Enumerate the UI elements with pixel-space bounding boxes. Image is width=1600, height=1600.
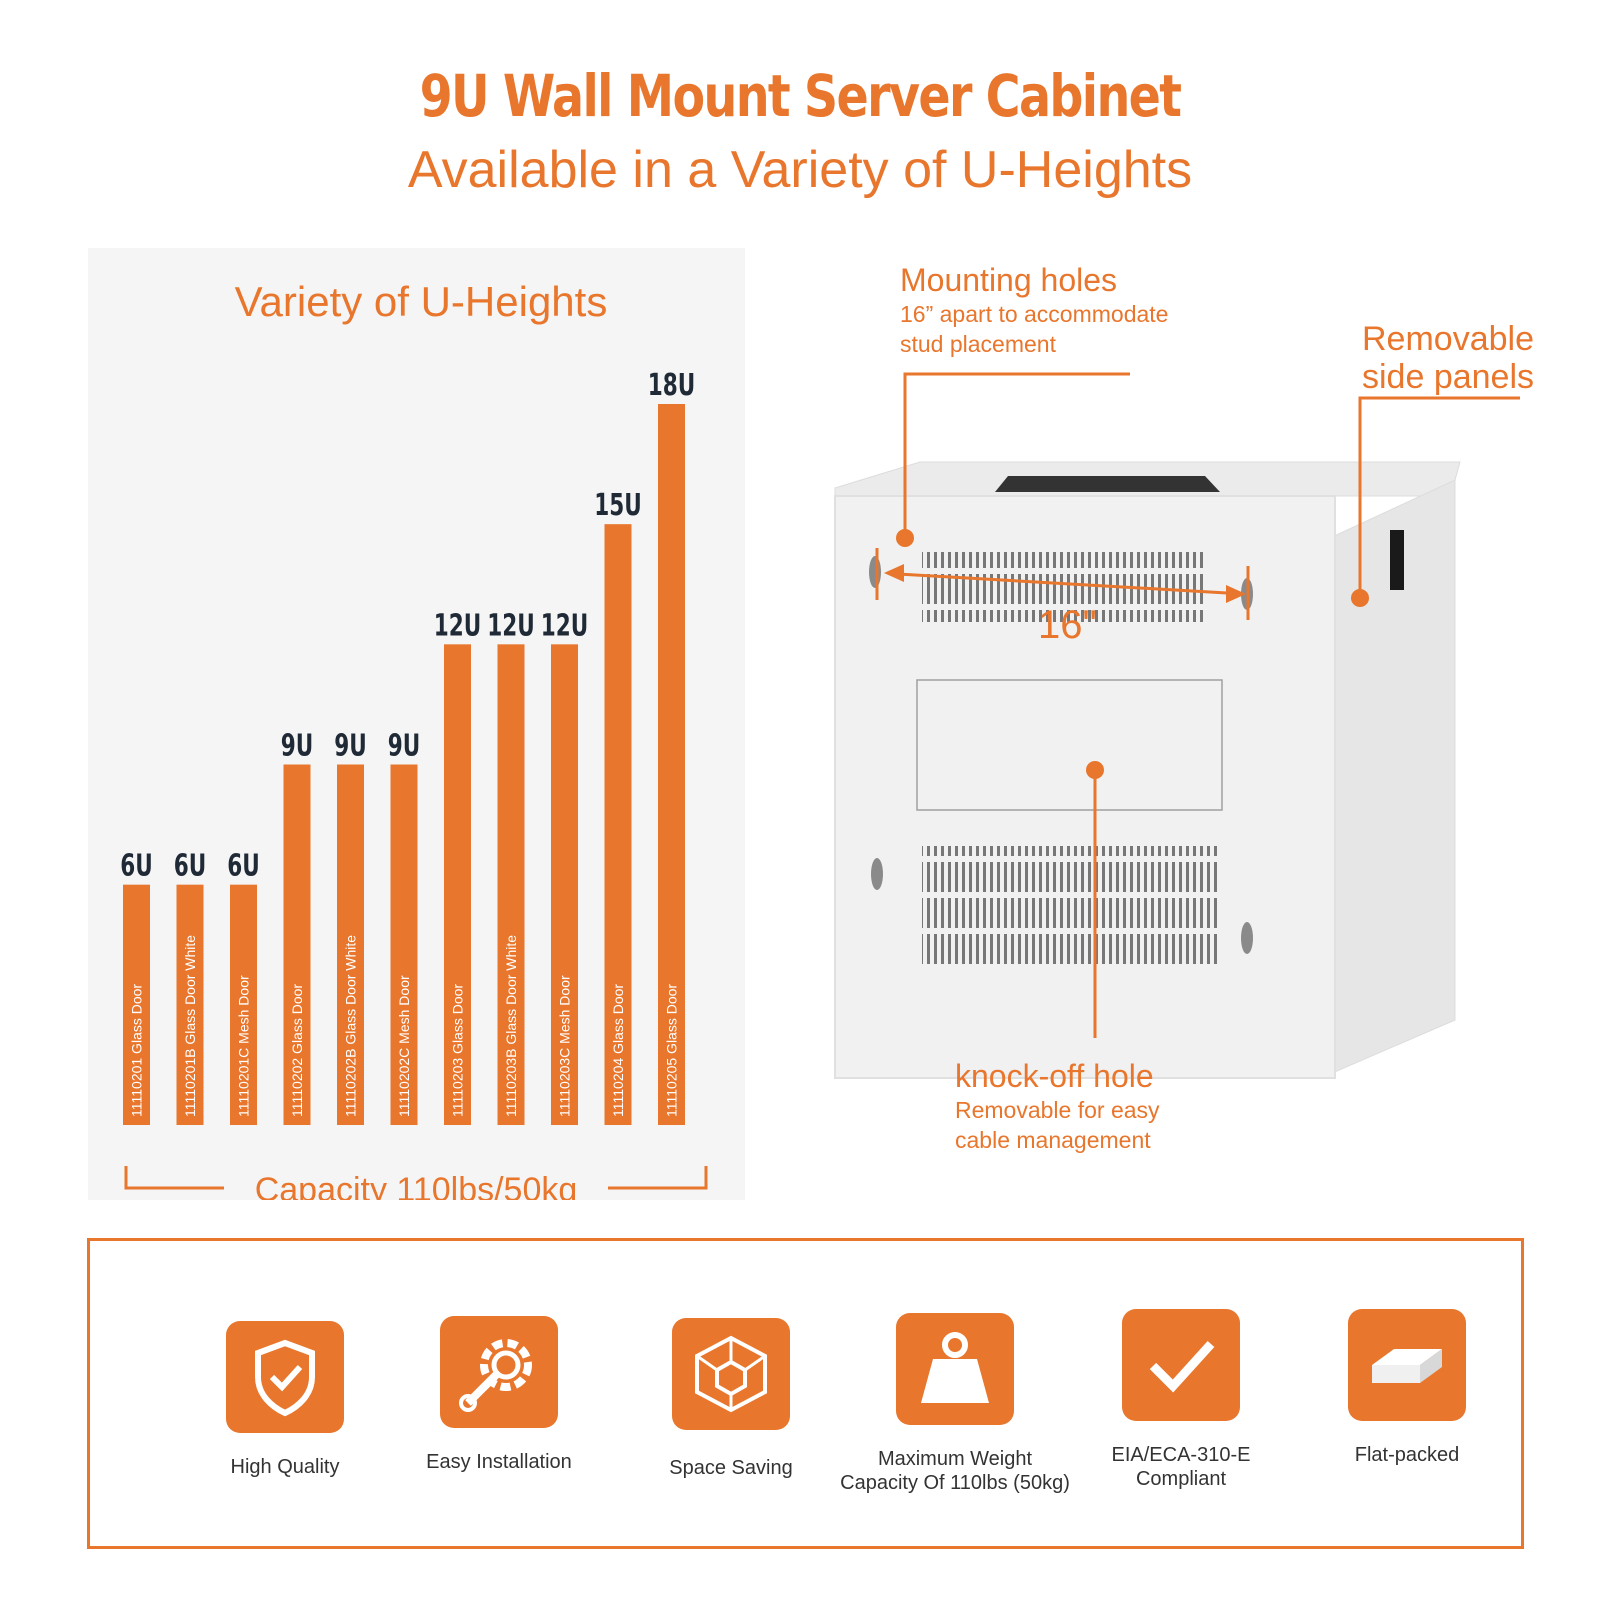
bar-value-label: 12U <box>487 609 535 643</box>
knock-dot <box>1086 761 1104 779</box>
bar-category-label: 11110201 Glass Door <box>129 984 145 1117</box>
bar-value-label: 9U <box>281 729 314 763</box>
dimension-arrow-right <box>1226 585 1246 603</box>
feature-label: Maximum Weight Capacity Of 110lbs (50kg) <box>840 1448 1070 1494</box>
chart-title: Variety of U-Heights <box>235 278 608 325</box>
knock-sub-2: cable management <box>955 1127 1151 1153</box>
bar <box>176 884 204 1125</box>
bracket-left <box>124 1166 224 1190</box>
feature-label: Easy Installation <box>426 1451 572 1473</box>
bar <box>658 404 685 1125</box>
cabinet-illustration <box>834 372 1520 1079</box>
bar-value-label: 9U <box>388 729 421 763</box>
weight-icon <box>896 1313 1014 1425</box>
keyhole-right-bottom <box>1241 922 1253 954</box>
page-subtitle: Available in a Variety of U-Heights <box>407 141 1193 199</box>
knock-sub-1: Removable for easy <box>955 1097 1160 1123</box>
bar-category-label: 11110203C Mesh Door <box>557 975 573 1117</box>
bar-value-label: 12U <box>434 609 482 643</box>
cabinet-top-vent <box>995 476 1220 492</box>
shield-check-icon <box>226 1321 344 1433</box>
capacity-label: Capacity 110lbs/50kg <box>255 1171 578 1200</box>
feature-max-weight: Maximum Weight Capacity Of 110lbs (50kg) <box>840 1313 1070 1495</box>
page-title: 9U Wall Mount Server Cabinet <box>419 62 1182 130</box>
bracket-right <box>608 1166 708 1190</box>
gear-wrench-icon <box>440 1316 558 1428</box>
feature-high-quality: High Quality <box>170 1321 400 1479</box>
feature-flat-packed: Flat-packed <box>1292 1309 1522 1467</box>
bar-category-label: 11110201B Glass Door White <box>182 935 198 1117</box>
bar <box>230 884 257 1125</box>
u-heights-chart-panel: Variety of U-Heights 6U 11110201 Glass Do… <box>88 248 745 1200</box>
bar-category-label: 11110202C Mesh Door <box>396 975 412 1117</box>
feature-compliant: EIA/ECA-310-E Compliant <box>1066 1309 1296 1491</box>
knock-title: knock-off hole <box>955 1058 1154 1094</box>
bar <box>123 884 150 1125</box>
features-box: High Quality Easy Installation Space Sav… <box>87 1238 1524 1549</box>
dimension-arrow-left <box>884 564 904 582</box>
bar-category-label: 11110203B Glass Door White <box>503 935 519 1117</box>
bar-value-label: 6U <box>120 849 153 883</box>
top-vent-slots <box>922 552 1207 622</box>
bar-value-label: 18U <box>648 369 696 403</box>
bar <box>604 524 632 1125</box>
bar <box>444 644 471 1125</box>
dimension-label: 16" <box>1038 603 1097 647</box>
bar-category-label: 11110202 Glass Door <box>289 984 305 1117</box>
bar-value-label: 12U <box>541 609 589 643</box>
mounting-leader-line <box>903 372 1130 538</box>
mounting-title: Mounting holes <box>900 262 1118 298</box>
cube-icon <box>672 1318 790 1430</box>
bar <box>337 764 364 1125</box>
feature-easy-installation: Easy Installation <box>384 1316 614 1474</box>
vent-slots-bottom <box>922 846 1217 964</box>
feature-label: Flat-packed <box>1354 1444 1460 1466</box>
feature-label: High Quality <box>230 1456 340 1478</box>
capacity-bracket: Capacity 110lbs/50kg <box>124 1166 708 1200</box>
bar <box>551 644 578 1125</box>
keyhole-left-top <box>869 556 881 588</box>
bar-value-label: 6U <box>227 849 260 883</box>
side-dot <box>1351 589 1369 607</box>
dimension-line <box>897 572 1245 596</box>
keyhole-left-bottom <box>871 858 883 890</box>
vent-slots-top <box>922 552 1207 622</box>
feature-label: EIA/ECA-310-E Compliant <box>1111 1444 1251 1490</box>
bar-category-label: 11110202B Glass Door White <box>343 935 359 1117</box>
bar-value-label: 9U <box>334 729 367 763</box>
side-latch <box>1390 530 1404 590</box>
mounting-sub-1: 16” apart to accommodate <box>900 301 1169 327</box>
flat-box-icon <box>1348 1309 1466 1421</box>
bar-value-label: 15U <box>594 489 642 523</box>
knock-off-panel <box>916 679 1223 811</box>
bar-category-label: 11110204 Glass Door <box>610 984 626 1117</box>
u-heights-bar-chart: Variety of U-Heights 6U 11110201 Glass Do… <box>120 278 708 1200</box>
side-title-2: side panels <box>1362 358 1535 396</box>
mounting-dot <box>896 529 914 547</box>
bar-category-label: 11110203 Glass Door <box>450 984 466 1117</box>
feature-label: Space Saving <box>669 1457 793 1479</box>
cabinet-illustration-area: 16" Mounting holes 16” apart to accommod… <box>800 248 1580 1198</box>
bars-group: 6U 11110201 Glass Door 6U 11110201B Glass D… <box>120 369 695 1125</box>
checkmark-icon <box>1122 1309 1240 1421</box>
bar-value-label: 6U <box>174 849 207 883</box>
feature-space-saving: Space Saving <box>616 1318 846 1480</box>
bar <box>283 764 311 1125</box>
side-title-1: Removable <box>1362 320 1534 358</box>
bar <box>497 644 525 1125</box>
side-leader-line <box>1358 396 1520 598</box>
bar-category-label: 11110205 Glass Door <box>664 984 680 1117</box>
bar <box>390 764 418 1125</box>
mounting-sub-2: stud placement <box>900 331 1056 357</box>
bar-category-label: 11110201C Mesh Door <box>236 975 252 1117</box>
